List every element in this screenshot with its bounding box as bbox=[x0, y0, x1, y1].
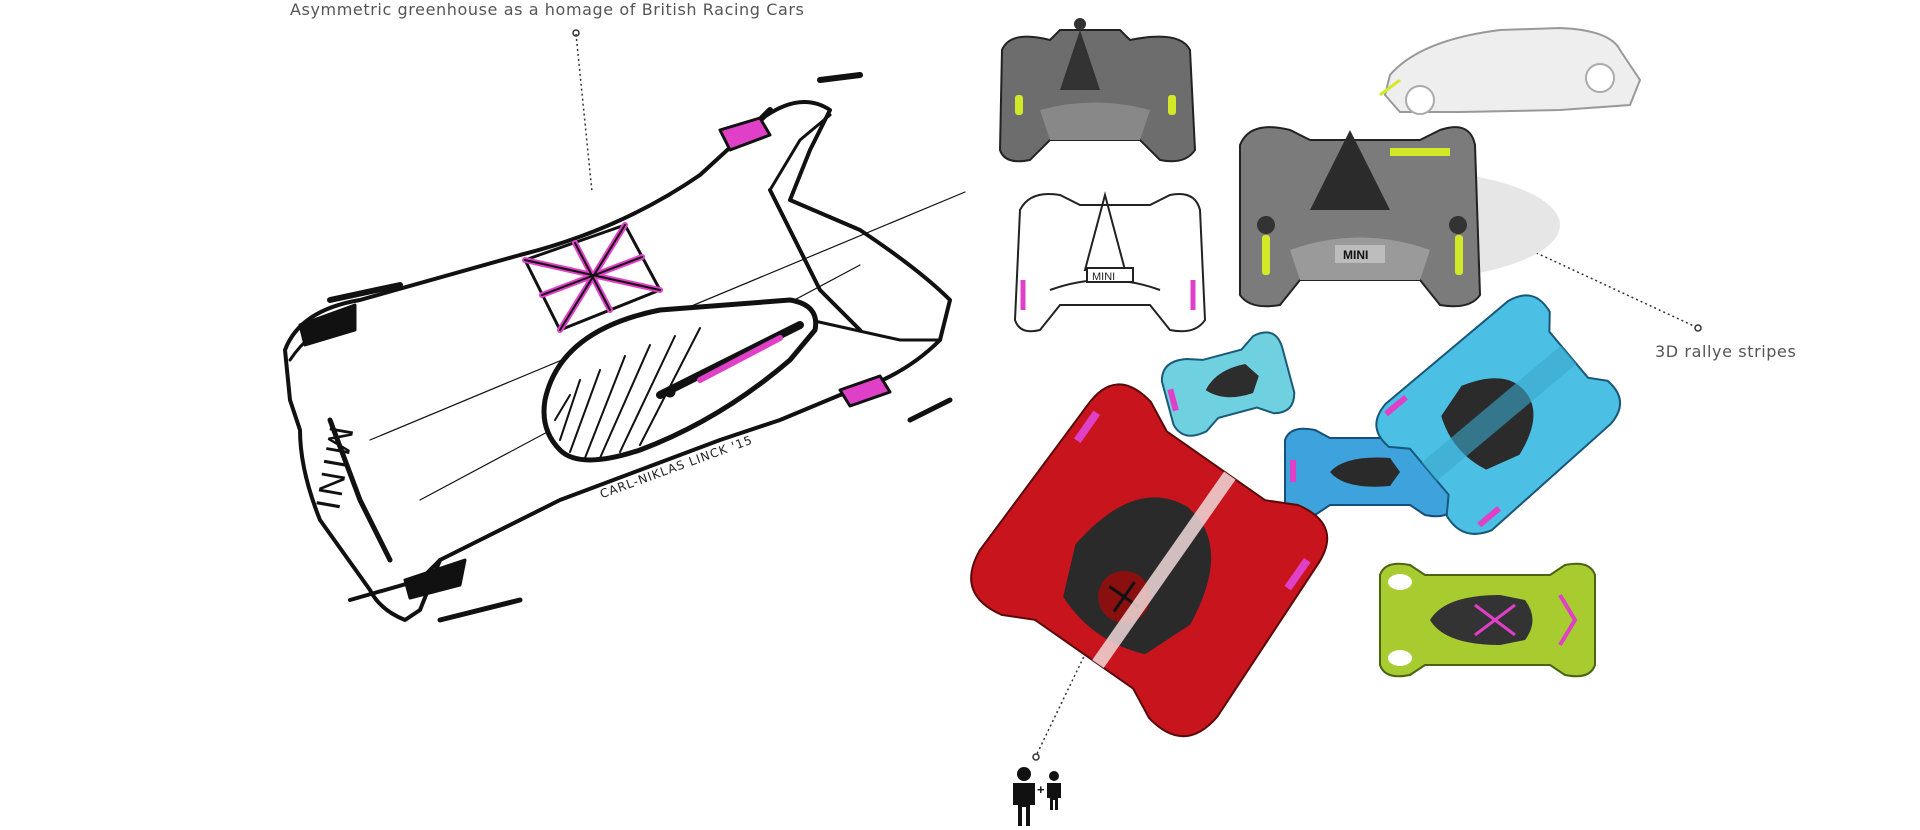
green-render bbox=[1379, 562, 1596, 678]
callout-dot-icon bbox=[572, 29, 580, 37]
union-jack-panel bbox=[522, 222, 663, 333]
outline-render-front bbox=[1013, 191, 1207, 333]
main-line-sketch bbox=[283, 72, 966, 623]
greenhouse-annotation: Asymmetric greenhouse as a homage of Bri… bbox=[290, 0, 805, 19]
grey-render-badge: MINI bbox=[1343, 248, 1368, 262]
callout-leader-occupants bbox=[1032, 647, 1089, 761]
red-render-large bbox=[970, 383, 1329, 738]
grey-render-front-1 bbox=[998, 18, 1197, 163]
callout-dot-icon bbox=[1032, 753, 1040, 761]
stripes-annotation: 3D rallye stripes bbox=[1655, 342, 1797, 361]
occupant-plus: + bbox=[1037, 782, 1045, 797]
outline-badge: MINI bbox=[1092, 271, 1115, 283]
callout-leader-greenhouse bbox=[572, 29, 593, 193]
occupant-adult-icon bbox=[1013, 767, 1035, 826]
grey-render-perspective bbox=[1379, 26, 1642, 115]
grey-render-front-2 bbox=[1239, 126, 1560, 308]
callout-dot-icon bbox=[1694, 324, 1702, 332]
cyan-render-large bbox=[1375, 294, 1621, 535]
cyan-render-small bbox=[1160, 331, 1296, 437]
occupant-child-icon bbox=[1047, 771, 1061, 810]
